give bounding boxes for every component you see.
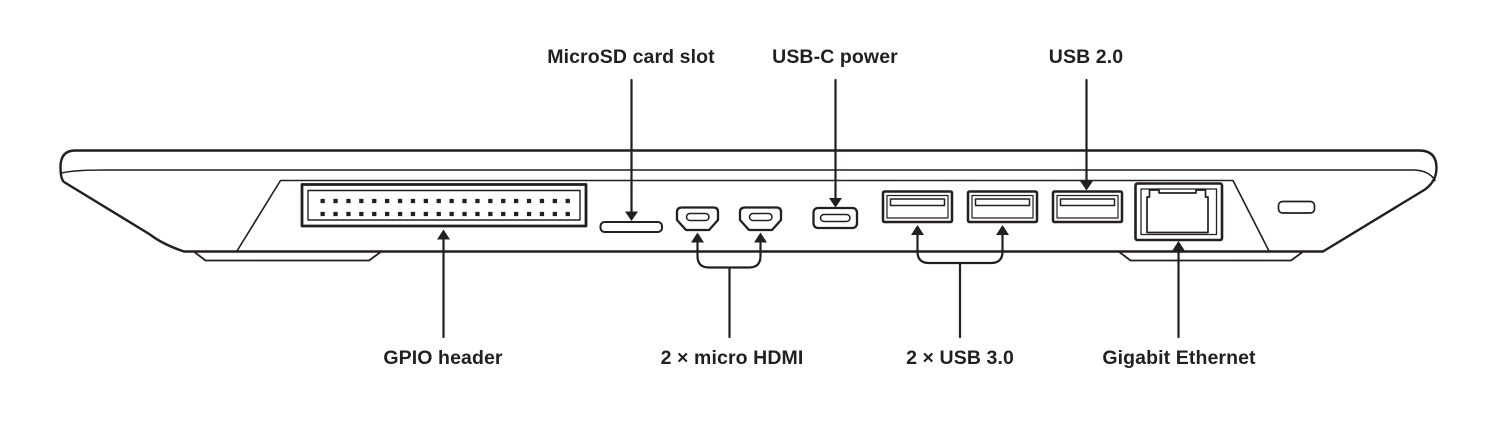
label-usb-3-0: 2 × USB 3.0	[906, 347, 1014, 369]
device-outline	[59, 149, 1438, 253]
label-micro-hdmi: 2 × micro HDMI	[660, 347, 804, 369]
device-body	[59, 149, 1438, 262]
micro-hdmi-port-2	[738, 206, 783, 232]
gpio-header-port	[300, 183, 588, 228]
micro-hdmi-callout-bracket	[691, 232, 767, 339]
usb-2-0-callout-arrow	[1080, 78, 1093, 191]
recessed-port-panel	[236, 179, 1270, 252]
microsd-callout-arrow	[625, 78, 638, 221]
usb-3-0-port-2	[966, 190, 1039, 224]
usb-3-0-port-1	[881, 190, 954, 224]
usb-c-callout-arrow	[829, 78, 842, 208]
gpio-callout-arrow	[437, 229, 450, 339]
left-foot	[194, 251, 381, 262]
usb-3-0-callout-bracket	[911, 225, 1009, 339]
micro-hdmi-port-1	[675, 206, 720, 232]
ethernet-callout-arrow	[1172, 241, 1185, 339]
usb-c-port	[812, 206, 859, 230]
right-foot	[1119, 251, 1303, 262]
usb-2-0-port	[1051, 190, 1124, 224]
label-gpio-header: GPIO header	[383, 347, 503, 369]
device-top-crease	[60, 169, 1436, 182]
ethernet-port	[1134, 182, 1224, 242]
label-microsd-card-slot: MicroSD card slot	[547, 46, 715, 68]
security-slot	[1277, 200, 1316, 214]
microsd-slot-port	[599, 221, 663, 233]
label-gigabit-ethernet: Gigabit Ethernet	[1102, 347, 1256, 369]
label-usb-c-power: USB-C power	[772, 46, 898, 68]
label-usb-2-0: USB 2.0	[1048, 46, 1124, 68]
